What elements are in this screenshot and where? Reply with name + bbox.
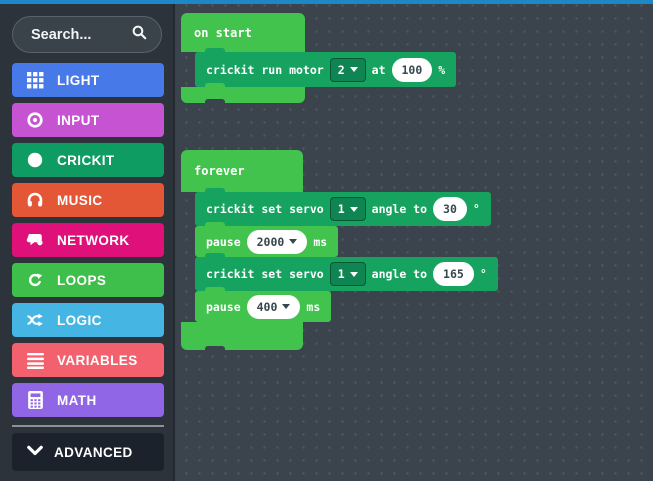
caret-down-icon [349,271,358,277]
toolbox-sidebar: LIGHT INPUT CRICKIT [0,4,175,481]
angle-to-label: angle to [371,267,428,281]
crickit-set-servo-block[interactable]: crickit set servo 1 angle to 30 ° [195,188,491,226]
servo-angle-value: 30 [443,202,457,216]
repeat-icon [22,270,48,290]
pause-label: pause [206,299,241,314]
percent-label: % [438,62,446,77]
sidebar-item-crickit[interactable]: CRICKIT [12,143,164,177]
on-start-block[interactable]: on start [181,13,305,52]
degree-label: ° [472,202,480,216]
sidebar-item-variables[interactable]: VARIABLES [12,343,164,377]
run-motor-label: crickit run motor [206,62,324,77]
calculator-icon [22,390,48,410]
circle-icon [22,150,48,170]
servo-port-dropdown[interactable]: 1 [329,197,366,221]
sidebar-item-label: LIGHT [57,72,100,88]
pause-block[interactable]: pause 400 ms [195,287,332,322]
block-workspace[interactable]: on start crickit run motor 2 at 100 % fo… [175,4,653,481]
set-servo-label: crickit set servo [206,267,324,281]
servo-angle-input[interactable]: 30 [433,197,467,221]
pause-duration-value: 2000 [256,234,285,249]
caret-down-icon [282,304,291,309]
at-label: at [371,62,386,77]
sidebar-item-input[interactable]: INPUT [12,103,164,137]
caret-down-icon [349,67,358,72]
sidebar-item-advanced[interactable]: ADVANCED [12,433,164,471]
servo-port-value: 1 [337,202,345,216]
advanced-divider [12,425,164,427]
sidebar-item-logic[interactable]: LOGIC [12,303,164,337]
on-start-block-group: on start crickit run motor 2 at 100 % [181,13,457,103]
sidebar-item-label: CRICKIT [57,152,115,168]
set-servo-label: crickit set servo [206,202,324,216]
sidebar-item-label: INPUT [57,112,100,128]
angle-to-label: angle to [371,202,428,216]
sidebar-item-label: LOGIC [57,312,102,328]
sidebar-item-network[interactable]: NETWORK [12,223,164,257]
forever-block-group: forever crickit set servo 1 angle to 30 … [181,150,498,350]
forever-label: forever [194,164,245,178]
pause-duration-value: 400 [256,299,278,314]
pause-block[interactable]: pause 2000 ms [195,222,339,257]
lines-icon [22,350,48,370]
pause-duration-dropdown[interactable]: 2000 [246,229,308,254]
sidebar-item-label: ADVANCED [54,444,133,460]
on-start-block-footer[interactable] [181,83,305,103]
motor-speed-value: 100 [401,62,423,77]
degree-label: ° [479,267,487,281]
chevron-down-icon [26,442,44,463]
sidebar-item-label: NETWORK [57,232,130,248]
sidebar-item-label: LOOPS [57,272,107,288]
sidebar-item-music[interactable]: MUSIC [12,183,164,217]
pause-duration-dropdown[interactable]: 400 [246,294,301,319]
servo-angle-input[interactable]: 165 [433,262,474,286]
search-box[interactable] [12,16,162,53]
servo-port-dropdown[interactable]: 1 [329,262,366,286]
sidebar-item-label: MUSIC [57,192,103,208]
motor-port-dropdown[interactable]: 2 [329,57,366,82]
sidebar-item-loops[interactable]: LOOPS [12,263,164,297]
forever-block-footer[interactable] [181,318,303,350]
pause-label: pause [206,234,241,249]
headphones-icon [22,190,48,210]
forever-block[interactable]: forever [181,150,303,192]
crickit-set-servo-block[interactable]: crickit set servo 1 angle to 165 ° [195,253,498,291]
on-start-label: on start [194,25,252,40]
search-input[interactable] [31,26,131,43]
crickit-run-motor-block[interactable]: crickit run motor 2 at 100 % [195,48,457,87]
motor-port-value: 2 [337,62,345,77]
target-icon [22,110,48,130]
sidebar-item-label: VARIABLES [57,352,138,368]
caret-down-icon [349,206,358,212]
sidebar-item-label: MATH [57,392,97,408]
servo-angle-value: 165 [443,267,464,281]
top-accent-bar [0,0,653,4]
search-icon [131,24,148,46]
ms-label: ms [306,299,321,314]
motor-speed-input[interactable]: 100 [391,57,433,82]
shuffle-icon [22,310,48,330]
sidebar-item-light[interactable]: LIGHT [12,63,164,97]
bottom-edge [0,481,653,488]
caret-down-icon [289,239,298,244]
sidebar-item-math[interactable]: MATH [12,383,164,417]
chat-icon [22,230,48,250]
grid-icon [22,70,48,90]
ms-label: ms [313,234,328,249]
servo-port-value: 1 [337,267,345,281]
